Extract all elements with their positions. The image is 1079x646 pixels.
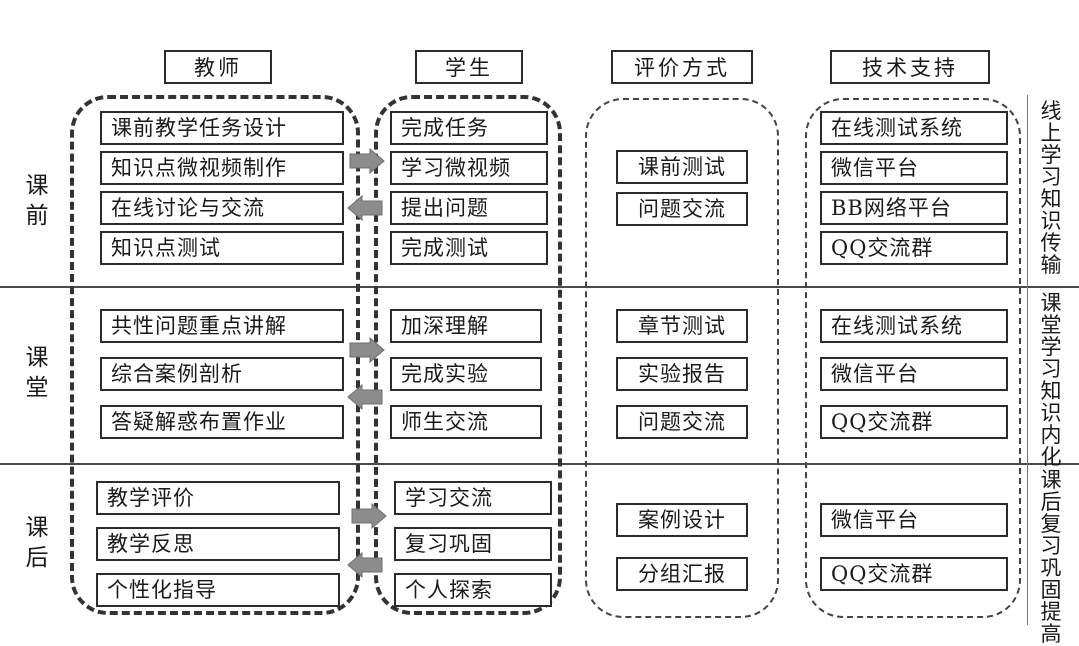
arrow-left-icon bbox=[347, 195, 383, 221]
teacher-item: 个性化指导 bbox=[96, 573, 340, 607]
tech-item: 在线测试系统 bbox=[820, 309, 1008, 343]
evaluation-item: 实验报告 bbox=[616, 357, 748, 391]
evaluation-item: 问题交流 bbox=[616, 192, 748, 226]
right-divider bbox=[1027, 95, 1028, 625]
phase-label-class: 课堂 bbox=[25, 345, 49, 401]
phase-label-pre: 课前 bbox=[25, 173, 49, 229]
teacher-item: 教学评价 bbox=[96, 481, 340, 515]
arrow-left-icon bbox=[347, 552, 383, 578]
evaluation-item: 分组汇报 bbox=[616, 557, 748, 591]
header-student: 学生 bbox=[415, 50, 523, 84]
header-teacher: 教师 bbox=[164, 50, 272, 84]
tech-item: BB网络平台 bbox=[820, 191, 1008, 225]
student-item: 加深理解 bbox=[390, 309, 542, 343]
arrow-right-icon bbox=[349, 337, 385, 363]
arrow-right-icon bbox=[349, 148, 385, 174]
tech-item: 在线测试系统 bbox=[820, 111, 1008, 145]
tech-column-group bbox=[805, 98, 1021, 618]
student-item: 学习交流 bbox=[394, 481, 552, 515]
tech-item: 微信平台 bbox=[820, 503, 1008, 537]
teacher-item: 教学反思 bbox=[96, 527, 340, 561]
outcome-label-post: 课后复习巩固提高 bbox=[1040, 468, 1062, 646]
teacher-item: 答疑解惑布置作业 bbox=[100, 405, 344, 439]
evaluation-item: 问题交流 bbox=[616, 405, 748, 439]
student-item: 复习巩固 bbox=[394, 527, 552, 561]
evaluation-column-group bbox=[585, 98, 779, 618]
tech-item: 微信平台 bbox=[820, 357, 1008, 391]
arrow-left-icon bbox=[347, 384, 383, 410]
tech-item: QQ交流群 bbox=[820, 405, 1008, 439]
phase-divider-2 bbox=[0, 463, 1079, 465]
student-item: 提出问题 bbox=[390, 191, 548, 225]
student-item: 学习微视频 bbox=[390, 151, 548, 185]
outcome-label-class: 课堂学习知识内化 bbox=[1040, 291, 1062, 469]
student-item: 个人探索 bbox=[394, 573, 552, 607]
phase-label-post: 课后 bbox=[25, 515, 49, 571]
teacher-item: 综合案例剖析 bbox=[100, 357, 344, 391]
teacher-item: 共性问题重点讲解 bbox=[100, 309, 344, 343]
student-item: 完成实验 bbox=[390, 357, 542, 391]
evaluation-item: 章节测试 bbox=[616, 309, 748, 343]
evaluation-item: 课前测试 bbox=[616, 150, 748, 184]
arrow-right-icon bbox=[351, 503, 387, 529]
teacher-item: 知识点测试 bbox=[100, 231, 344, 265]
tech-item: QQ交流群 bbox=[820, 557, 1008, 591]
tech-item: QQ交流群 bbox=[820, 231, 1008, 265]
evaluation-item: 案例设计 bbox=[616, 503, 748, 537]
header-evaluation: 评价方式 bbox=[611, 50, 753, 84]
student-item: 师生交流 bbox=[390, 405, 542, 439]
teacher-item: 课前教学任务设计 bbox=[100, 111, 344, 145]
header-tech: 技术支持 bbox=[830, 50, 990, 84]
teacher-item: 在线讨论与交流 bbox=[100, 191, 344, 225]
phase-divider-1 bbox=[0, 286, 1079, 288]
student-item: 完成测试 bbox=[390, 231, 548, 265]
tech-item: 微信平台 bbox=[820, 151, 1008, 185]
student-item: 完成任务 bbox=[390, 111, 548, 145]
outcome-label-pre: 线上学习知识传输 bbox=[1040, 99, 1062, 277]
teacher-item: 知识点微视频制作 bbox=[100, 151, 344, 185]
